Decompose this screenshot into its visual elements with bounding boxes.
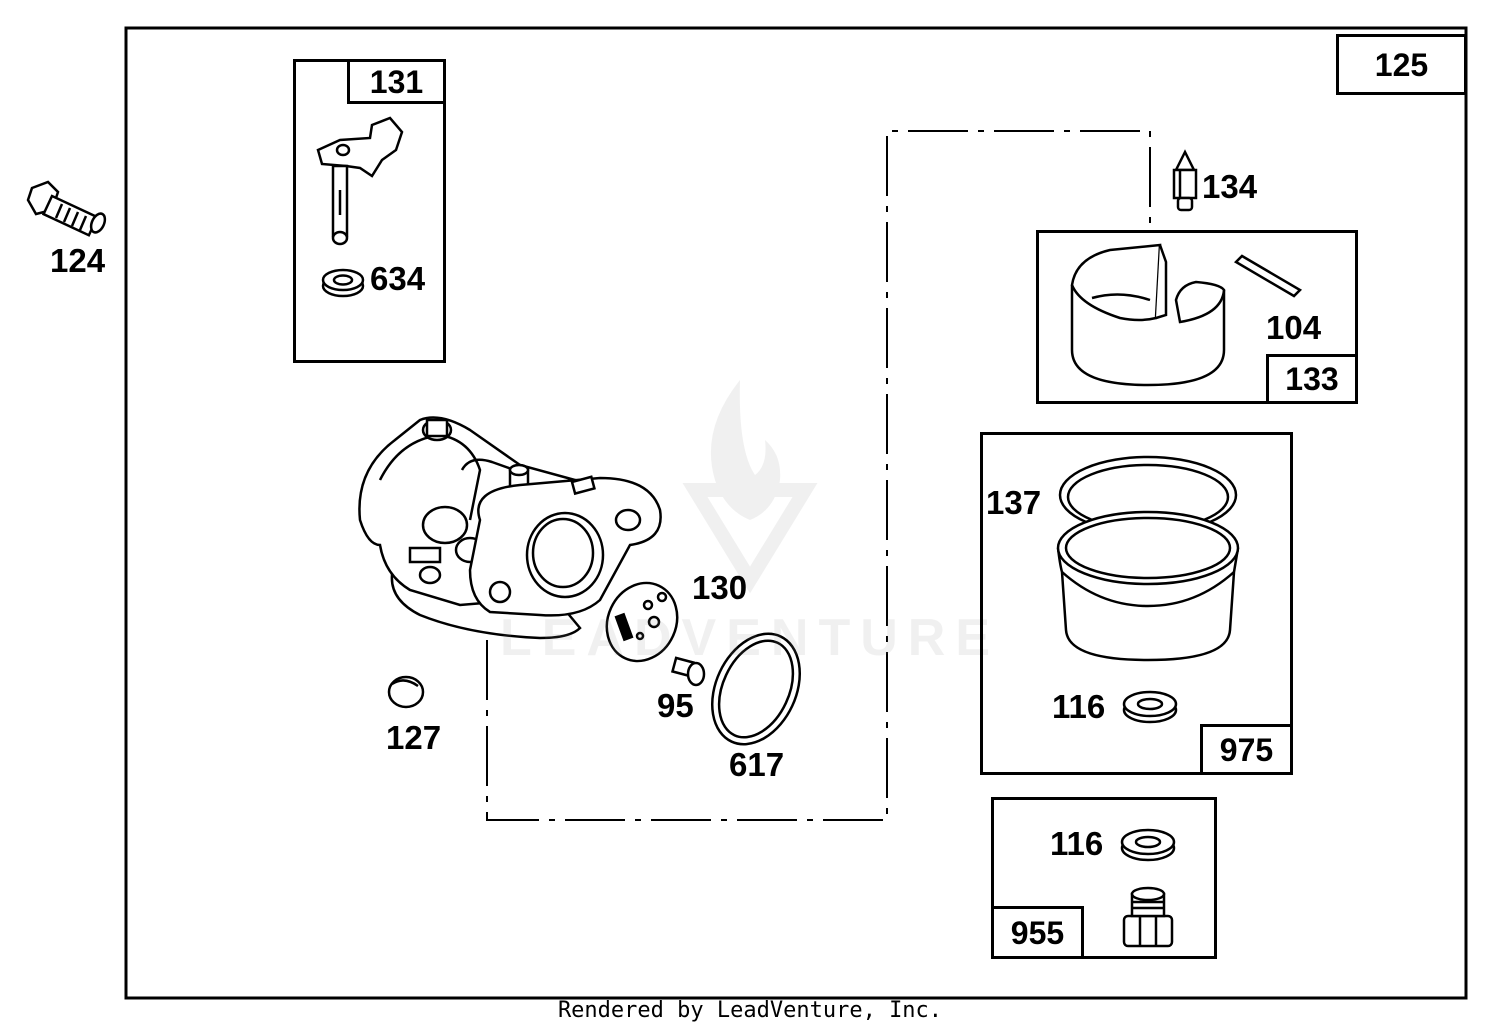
part-label-throttle-plate: 130	[692, 569, 748, 606]
welch-plug-icon	[387, 675, 425, 709]
assembly-frame	[124, 26, 1468, 1000]
plug-kit-tag: 955	[991, 906, 1084, 959]
bowl-kit-tag: 975	[1200, 724, 1293, 775]
bolt-icon	[26, 180, 107, 237]
bowl-kit-box	[980, 432, 1293, 775]
part-label-plug-washer: 116	[1050, 825, 1104, 862]
pin-icon	[1233, 254, 1303, 298]
part-label-welch-plug: 127	[386, 719, 442, 756]
float-assembly-tag: 133	[1266, 354, 1358, 404]
float-assembly-box	[1036, 230, 1358, 404]
bowl-plug-icon	[1122, 886, 1174, 948]
throttle-plate-icon	[605, 581, 679, 663]
footer-credit: Rendered by LeadVenture, Inc.	[557, 998, 943, 1023]
seal-icon	[321, 268, 365, 298]
screw-icon	[670, 656, 706, 687]
needle-icon	[1172, 149, 1198, 212]
part-label-o-ring: 617	[729, 746, 785, 783]
part-label-bowl-washer: 116	[1052, 688, 1106, 725]
part-label-screw: 95	[657, 687, 694, 724]
part-label-pin: 104	[1266, 309, 1322, 346]
float-kit-tag: 131	[347, 59, 446, 104]
float-lever-icon	[316, 116, 404, 246]
part-label-seal: 634	[370, 260, 426, 297]
o-ring-icon	[710, 632, 802, 746]
part-label-bowl-gasket: 137	[986, 484, 1042, 521]
carburetor-body-icon	[358, 416, 662, 640]
part-label-needle: 134	[1202, 168, 1258, 205]
assembly-tag: 125	[1336, 34, 1467, 95]
washer-icon	[1120, 828, 1176, 862]
float-icon	[1070, 243, 1226, 387]
washer-icon	[1122, 690, 1178, 724]
float-kit-box	[293, 59, 446, 363]
bowl-icon	[1056, 510, 1240, 662]
leader-line	[486, 130, 1151, 821]
plug-kit-box	[991, 797, 1217, 959]
part-label-bolt: 124	[50, 242, 106, 279]
